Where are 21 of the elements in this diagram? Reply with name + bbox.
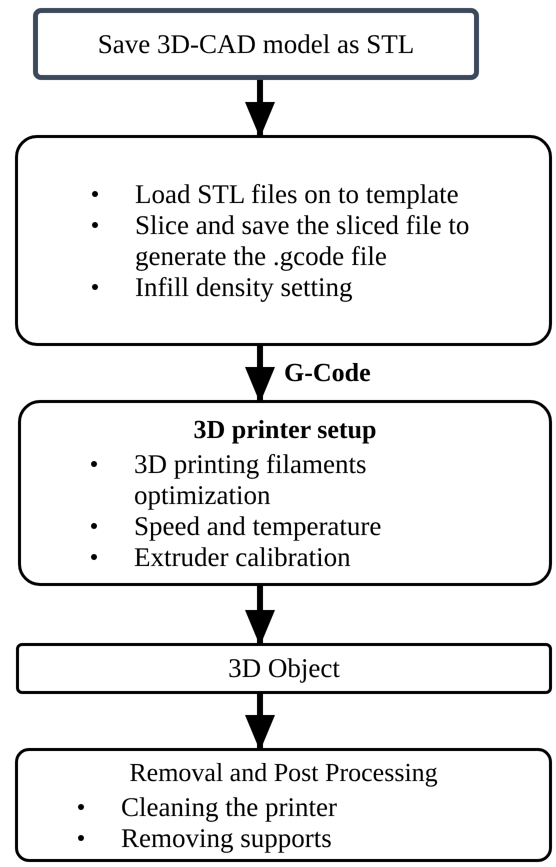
box-text: 3D Object — [228, 653, 340, 684]
process-box — [16, 643, 552, 694]
process-box — [18, 400, 552, 586]
bullet-text: Load STL files on to template — [135, 178, 459, 208]
arrow — [245, 346, 275, 403]
box-heading: 3D printer setup — [194, 414, 376, 444]
arrow — [245, 694, 275, 751]
process-box — [15, 748, 552, 862]
process-box — [33, 8, 479, 80]
bullet-text: Infill density setting — [135, 272, 352, 302]
process-box — [15, 135, 552, 346]
box-text: Save 3D-CAD model as STL — [98, 28, 414, 60]
arrow — [245, 586, 275, 646]
bullet-text: Cleaning the printer — [121, 792, 337, 822]
box-heading: Removal and Post Processing — [129, 756, 438, 788]
arrow — [245, 80, 275, 138]
bullet-text: Extruder calibration — [134, 542, 351, 572]
bullet-text: Removing supports — [121, 822, 332, 852]
bullet-text: Speed and temperature — [134, 510, 382, 540]
bullet-text: 3D printing filaments optimization — [134, 448, 366, 510]
bullet-text: Slice and save the sliced file to generate the .gcode file — [135, 210, 470, 270]
